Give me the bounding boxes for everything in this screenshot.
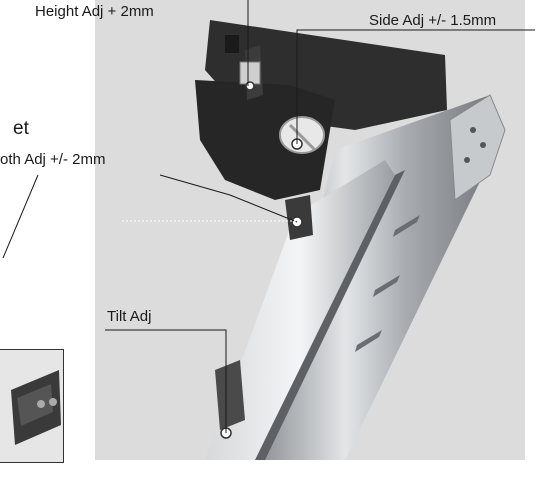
tilt-adj-label: Tilt Adj (107, 308, 152, 325)
tilt-adjust-block (215, 360, 245, 430)
tilt-adj-leader (105, 329, 227, 433)
housing-front (195, 80, 335, 200)
product-photo-panel (95, 0, 525, 460)
inner-rail (205, 160, 395, 460)
depth-adj-leader (159, 174, 298, 223)
depth-adj-label: oth Adj +/- 2mm (0, 151, 106, 168)
side-adj-label: Side Adj +/- 1.5mm (369, 12, 497, 29)
inset-photo (0, 349, 64, 463)
side-adj-leader (296, 29, 535, 144)
inset-clip-illustration (0, 350, 63, 462)
rail-edge (255, 170, 405, 460)
drawer-runner-illustration (195, 20, 506, 460)
depth-adj-leader-left (2, 174, 39, 259)
side-bracket (449, 94, 506, 201)
height-adj-label: Height Adj + 2mm (35, 3, 154, 20)
housing-slot (225, 35, 239, 53)
heading-fragment-label: et (13, 118, 29, 139)
outer-rail (260, 95, 505, 460)
